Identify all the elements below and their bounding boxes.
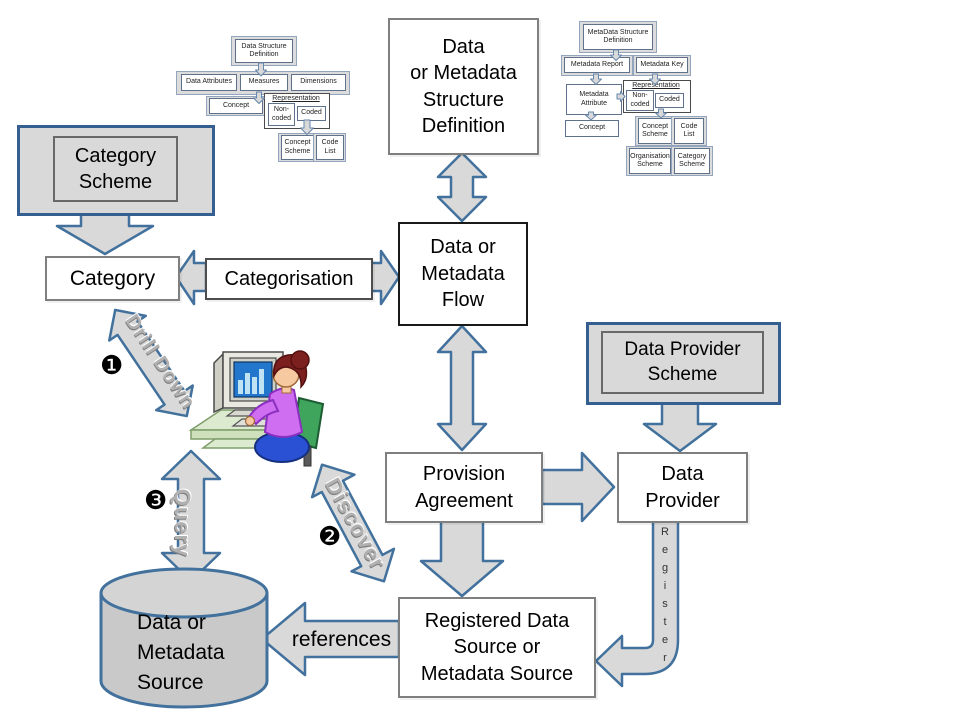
edge-label-register: Register [659, 526, 671, 670]
cylinder-top [99, 567, 269, 619]
chart-bar [245, 373, 250, 394]
arrow-categoryscheme-category [55, 209, 155, 256]
arrow-drill-down [108, 308, 194, 418]
step-3-badge: ❸ [144, 485, 168, 515]
node-data-provider: Data Provider [617, 452, 748, 523]
step-1-badge: ❶ [100, 350, 124, 380]
mini-arrow [255, 62, 267, 77]
user-at-computer-illustration [188, 350, 325, 467]
node-data-provider-scheme: Data Provider Scheme [601, 331, 764, 394]
mini-arrow [590, 73, 602, 85]
chart-bar [259, 369, 264, 394]
arrow-categorisation-flow [367, 249, 401, 306]
mini-non-coded: Non- coded [626, 90, 654, 111]
mini-arrow [616, 91, 626, 102]
node-category-scheme: Category Scheme [53, 136, 178, 202]
mini-arrow [585, 111, 597, 121]
node-registered-source: Registered Data Source or Metadata Sourc… [398, 597, 596, 698]
arrow-provision-registered [419, 519, 505, 598]
mini-concept: Concept [565, 120, 619, 137]
edge-label-references: references [291, 628, 392, 651]
mini-arrow [300, 119, 314, 135]
mini-representation-label: Representation [632, 82, 680, 89]
mini-coded: Coded [297, 106, 326, 121]
data-source-label: Data or Metadata Source [137, 611, 225, 694]
mini-non-coded: Non- coded [268, 103, 295, 126]
mini-code-list: Code List [316, 135, 344, 160]
node-flow: Data or Metadata Flow [398, 222, 528, 326]
mini-representation-label: Representation [272, 95, 320, 102]
mini-dimensions: Dimensions [291, 74, 346, 91]
node-structure-definition: Data or Metadata Structure Definition [388, 18, 539, 155]
arrow-categorisation-category [174, 249, 208, 306]
chart-bar [238, 380, 243, 394]
mini-arrow [649, 73, 661, 85]
mini-arrow [610, 49, 622, 61]
mini-code-list: Code List [674, 118, 704, 144]
mini-organisation-scheme: Organisation Scheme [629, 148, 671, 174]
mini-dsd-root: Data Structure Definition [235, 39, 293, 63]
arrow-structure-flow [436, 151, 488, 223]
arm [247, 398, 280, 426]
mini-data-attributes: Data Attributes [181, 74, 237, 91]
mini-concept: Concept [209, 98, 263, 114]
edge-label-query: Query [170, 488, 195, 558]
arrow-references [260, 601, 401, 677]
mini-measures: Measures [240, 74, 288, 91]
arrow-register-pipe [594, 519, 680, 688]
arrow-provision-dataprovider [540, 451, 616, 523]
chart-bar [252, 377, 257, 394]
mini-metadata-report: Metadata Report [564, 57, 630, 73]
arrow-dpscheme-dataprovider [642, 397, 718, 453]
cylinder-body [99, 593, 269, 709]
arrow-discover [310, 463, 396, 583]
hair-bun [290, 350, 310, 370]
data-source-cylinder [99, 567, 269, 709]
arrow-flow-provision [436, 324, 488, 452]
step-2-badge: ❷ [318, 521, 342, 551]
mini-metadata-key: Metadata Key [636, 57, 688, 73]
node-provision-agreement: Provision Agreement [385, 452, 543, 523]
mini-category-scheme: Category Scheme [674, 148, 710, 174]
mini-arrow [655, 108, 667, 119]
node-category: Category [45, 256, 180, 301]
hand [244, 415, 256, 427]
mini-arrow [253, 91, 265, 104]
mini-coded: Coded [655, 93, 684, 108]
node-categorisation: Categorisation [205, 258, 373, 300]
mini-concept-scheme: Concept Scheme [281, 135, 314, 160]
